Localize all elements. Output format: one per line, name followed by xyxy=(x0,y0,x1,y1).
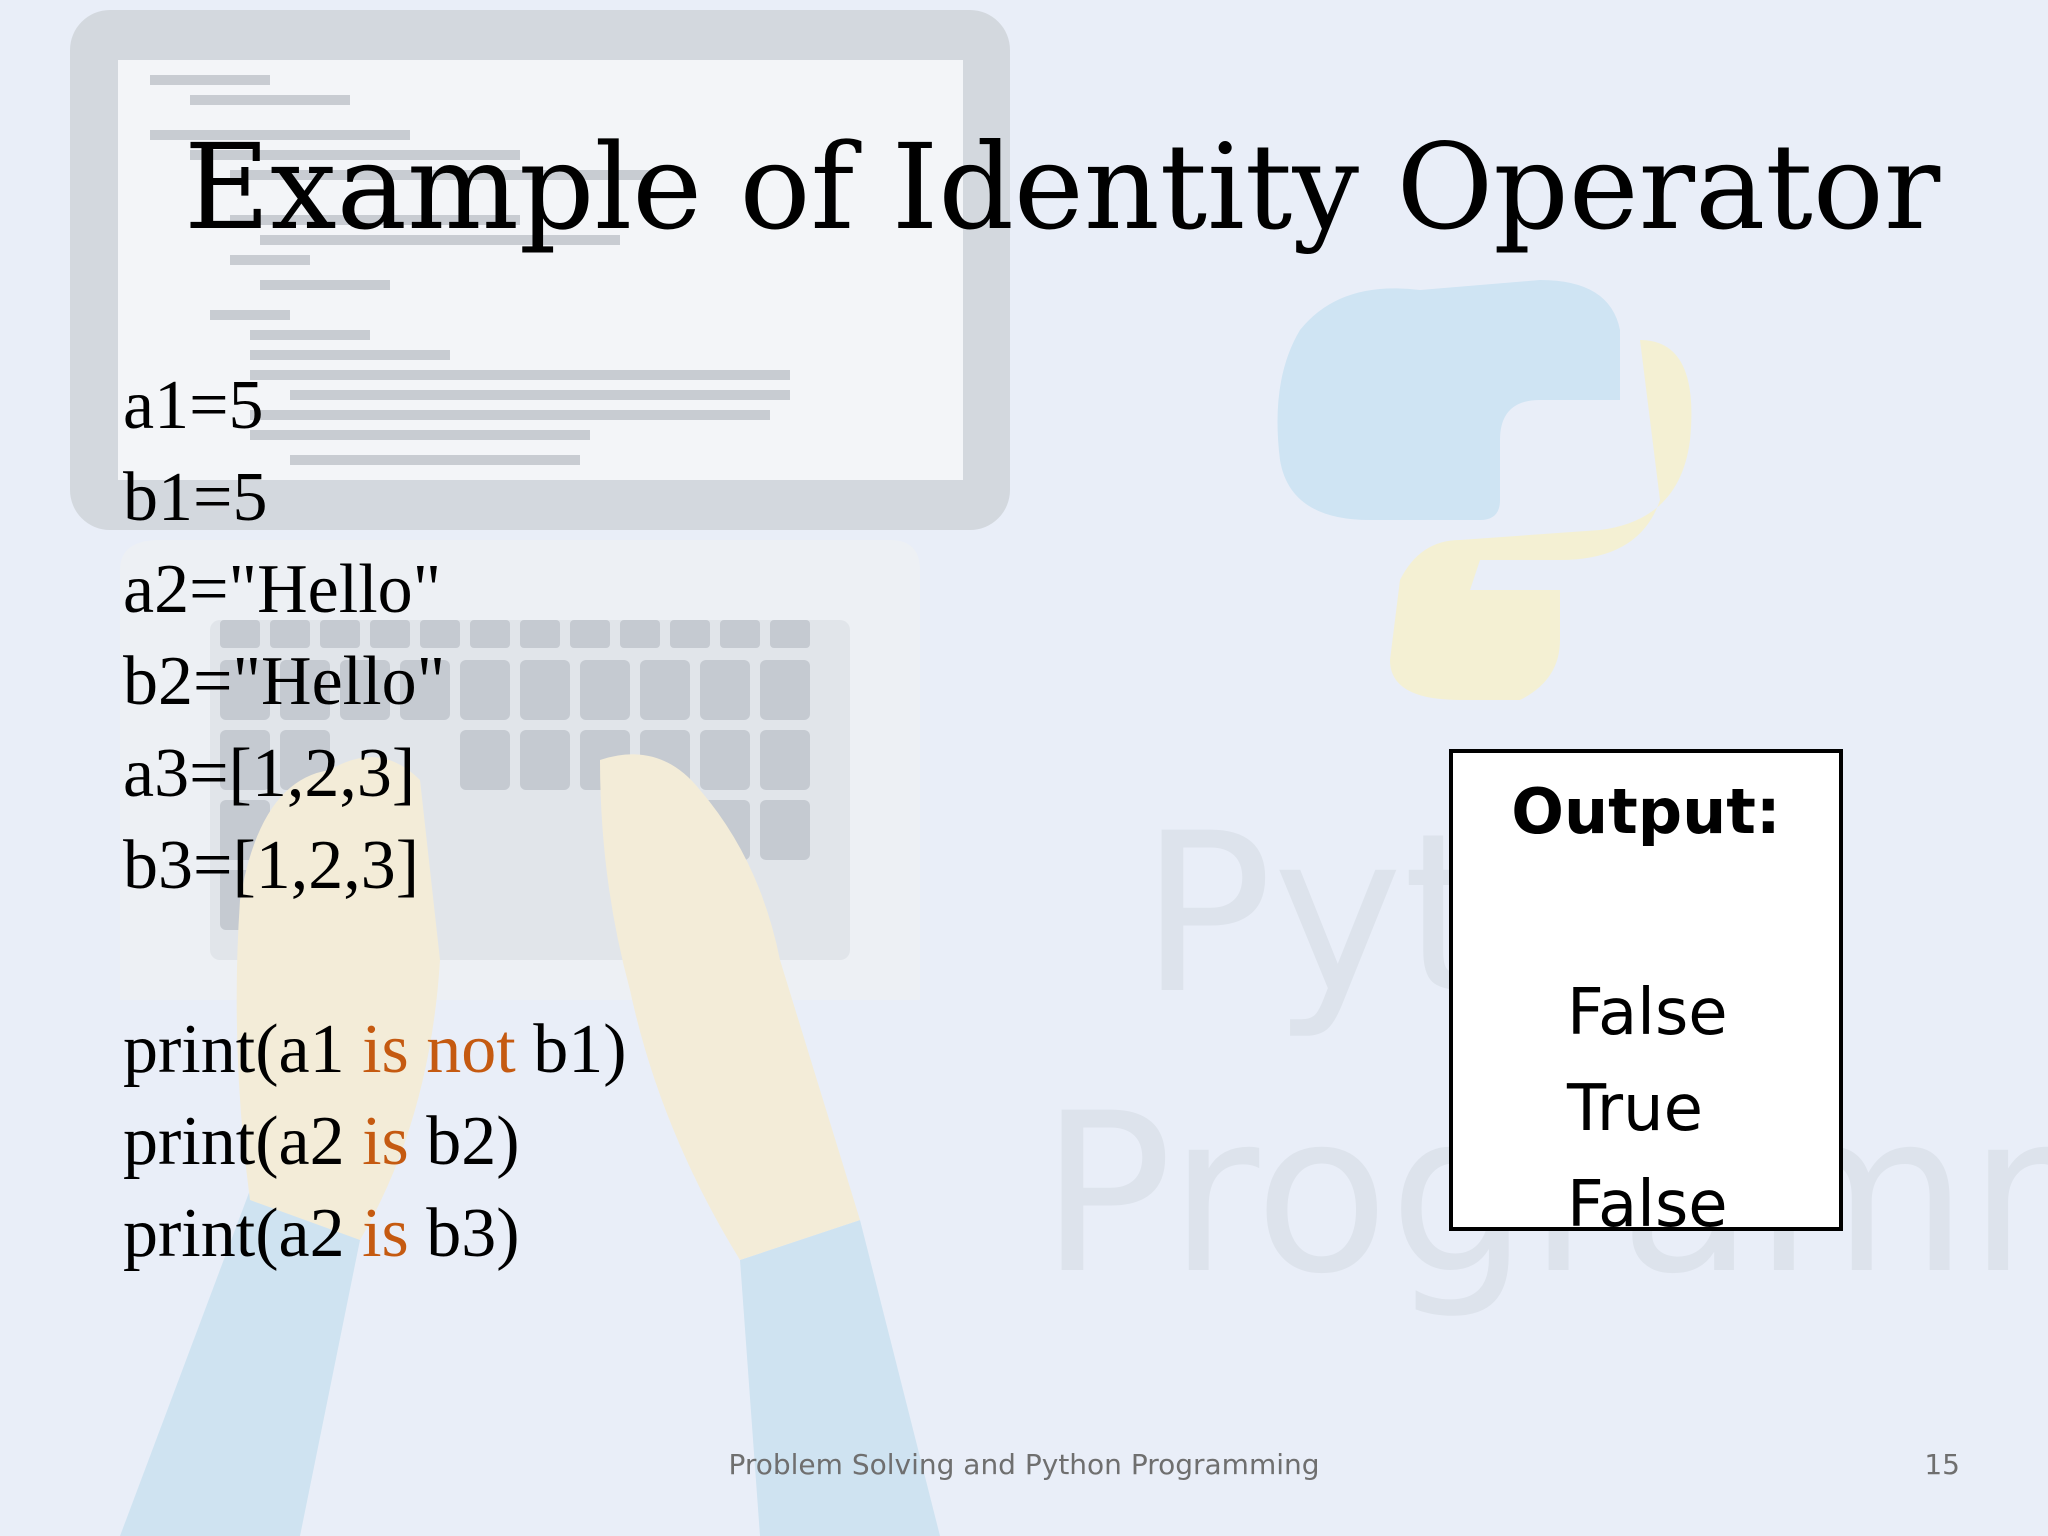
code-line: print(a1 is not b1) xyxy=(123,1004,627,1096)
code-line: a3=[1,2,3] xyxy=(123,728,627,820)
code-line: print(a2 is b2) xyxy=(123,1096,627,1188)
code-block: a1=5 b1=5 a2="Hello" b2="Hello" a3=[1,2,3] b3… xyxy=(123,360,627,1280)
code-text: a2="Hello" xyxy=(123,551,442,628)
code-text: b1) xyxy=(515,1011,627,1088)
code-text: b1=5 xyxy=(123,459,268,536)
output-line: True xyxy=(1567,1072,1703,1146)
code-text: print(a2 xyxy=(123,1103,363,1180)
code-text: b3=[1,2,3] xyxy=(123,827,420,904)
svg-text:Pyt: Pyt xyxy=(1140,786,1489,1042)
code-keyword: is xyxy=(362,1103,409,1180)
code-line: a1=5 xyxy=(123,360,627,452)
code-blank-line xyxy=(123,912,627,1004)
code-text: b3) xyxy=(408,1195,520,1272)
output-line: False xyxy=(1567,976,1728,1050)
python-logo-yellow xyxy=(1390,340,1692,700)
left-hand xyxy=(236,757,440,1240)
code-line: a2="Hello" xyxy=(123,544,627,636)
code-keyword: is not xyxy=(362,1011,516,1088)
output-heading: Output: xyxy=(1511,775,1781,848)
left-sleeve xyxy=(120,1190,360,1536)
slide-title: Example of Identity Operator xyxy=(184,118,1941,256)
code-text: b2="Hello" xyxy=(123,643,446,720)
output-line: False xyxy=(1567,1168,1728,1242)
slide-footer: Problem Solving and Python Programming xyxy=(728,1448,1320,1481)
code-keyword: is xyxy=(362,1195,409,1272)
code-line: print(a2 is b3) xyxy=(123,1188,627,1280)
page-number: 15 xyxy=(1924,1448,1960,1481)
code-line: b2="Hello" xyxy=(123,636,627,728)
right-hand xyxy=(600,754,860,1260)
code-line: b3=[1,2,3] xyxy=(123,820,627,912)
code-text: a1=5 xyxy=(123,367,264,444)
code-text: a3=[1,2,3] xyxy=(123,735,416,812)
python-logo-blue xyxy=(1277,280,1620,520)
code-text: print(a2 xyxy=(123,1195,363,1272)
code-line: b1=5 xyxy=(123,452,627,544)
code-text: print(a1 xyxy=(123,1011,363,1088)
right-sleeve xyxy=(740,1220,940,1536)
code-text: b2) xyxy=(408,1103,520,1180)
